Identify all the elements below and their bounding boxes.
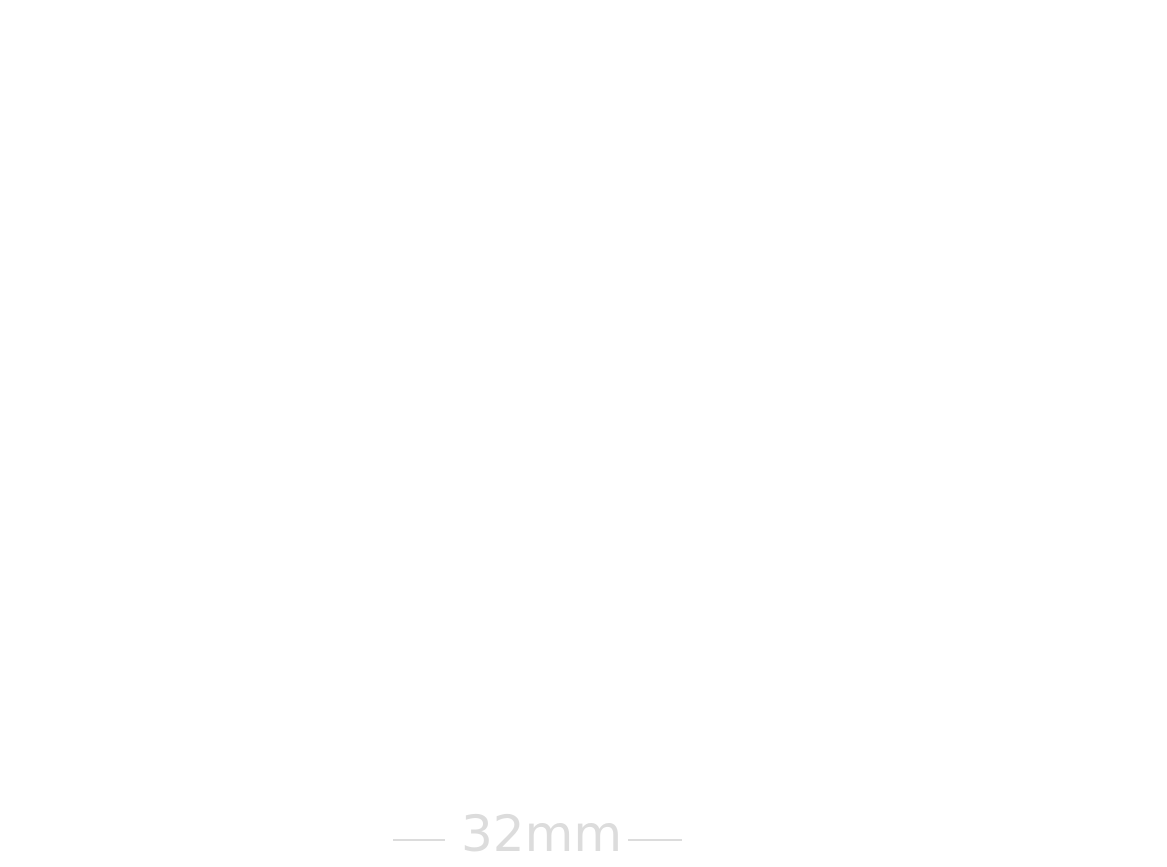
dimension-annotation: 32mm — [393, 804, 683, 864]
dimension-line-left — [393, 839, 445, 841]
dimension-line-right — [628, 839, 682, 841]
dimension-label: 32mm — [461, 805, 623, 863]
